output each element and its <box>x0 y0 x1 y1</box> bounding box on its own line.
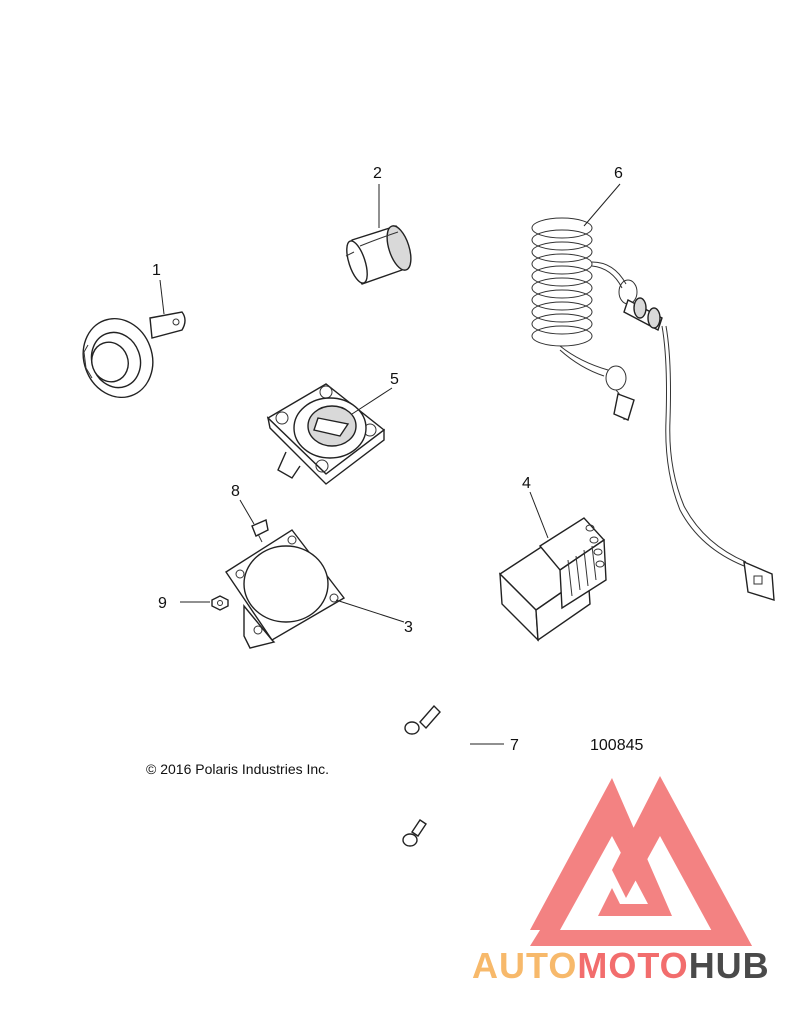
callout-7: 7 <box>510 737 519 754</box>
part-relay-module <box>498 491 607 642</box>
callout-5: 5 <box>390 371 399 388</box>
part-nut <box>180 595 229 611</box>
callout-2: 2 <box>373 165 382 182</box>
part-sleeve <box>345 184 412 285</box>
callout-6: 6 <box>614 165 623 182</box>
part-screw <box>239 499 269 543</box>
svg-text:AUTOMOTOHUB: AUTOMOTOHUB <box>472 945 770 986</box>
callout-3: 3 <box>404 619 413 636</box>
copyright-text: © 2016 Polaris Industries Inc. <box>146 761 329 777</box>
part-mounting-bracket <box>225 529 405 649</box>
watermark-text-hub: HUB <box>689 945 770 986</box>
diagram-number: 100845 <box>590 737 643 754</box>
watermark-logo <box>530 776 752 946</box>
callout-1: 1 <box>152 262 161 279</box>
callout-4: 4 <box>522 475 531 492</box>
watermark-text-auto: AUTO <box>472 945 577 986</box>
part-tether-lanyard <box>531 183 775 601</box>
part-switch <box>266 383 393 485</box>
callout-8: 8 <box>231 483 240 500</box>
part-horn <box>82 279 186 399</box>
part-ground-cable <box>402 704 504 847</box>
watermark-text-moto: MOTO <box>577 945 688 986</box>
callout-9: 9 <box>158 595 167 612</box>
